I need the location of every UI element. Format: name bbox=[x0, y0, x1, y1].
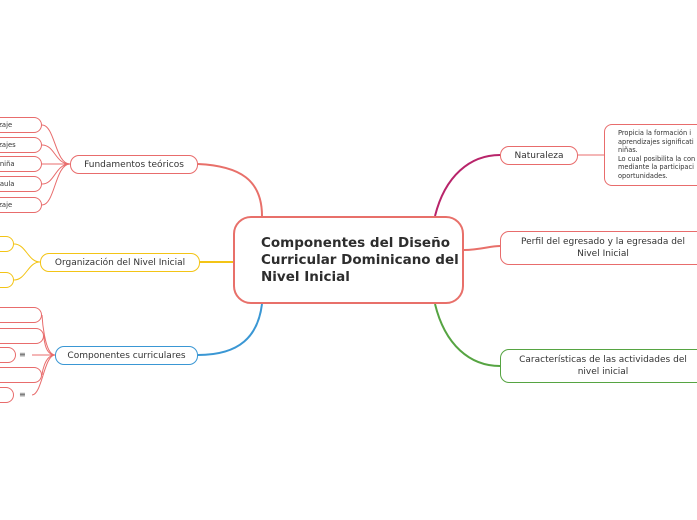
subtopic-componentes-1[interactable]: cias bbox=[0, 307, 42, 323]
note-line: Propicia la formación i bbox=[618, 129, 692, 137]
subtopic-organizacion-1[interactable]: o bbox=[0, 236, 14, 252]
subtopic-fundamentos-3[interactable]: de la niña bbox=[0, 156, 42, 172]
subtopic-fundamentos-5[interactable]: rendizaje bbox=[0, 197, 42, 213]
subtopic-fundamentos-2[interactable]: rendizajes bbox=[0, 137, 42, 153]
subtopic-componentes-3[interactable]: s bbox=[0, 347, 16, 363]
note-line: mediante la participaci bbox=[618, 163, 694, 171]
note-line: Lo cual posibilita la con bbox=[618, 154, 696, 163]
topic-perfil-egresado[interactable]: Perfil del egresado y la egresada del Ni… bbox=[500, 231, 697, 265]
collapsed-children-icon[interactable]: ≡ bbox=[19, 350, 26, 359]
note-line: niñas. bbox=[618, 146, 638, 154]
subtopic-componentes-5[interactable]: s bbox=[0, 387, 14, 403]
subtopic-fundamentos-1[interactable]: rendizaje bbox=[0, 117, 42, 133]
topic-organizacion-nivel-inicial[interactable]: Organización del Nivel Inicial bbox=[40, 253, 200, 272]
subtopic-fundamentos-4[interactable]: a del aula bbox=[0, 176, 42, 192]
subtopic-organizacion-2[interactable]: o bbox=[0, 272, 14, 288]
topic-naturaleza[interactable]: Naturaleza bbox=[500, 146, 578, 165]
note-line: oportunidades. bbox=[618, 171, 668, 180]
note-line: aprendizajes significati bbox=[618, 137, 694, 146]
subtopic-componentes-2[interactable]: idos bbox=[0, 328, 44, 344]
topic-componentes-curriculares[interactable]: Componentes curriculares bbox=[55, 346, 198, 365]
central-topic[interactable]: Componentes del Diseño Curricular Domini… bbox=[233, 216, 464, 304]
topic-fundamentos-teoricos[interactable]: Fundamentos teóricos bbox=[70, 155, 198, 174]
subtopic-componentes-4[interactable]: lizaje bbox=[0, 367, 42, 383]
topic-caracteristicas-actividades[interactable]: Características de las actividades del n… bbox=[500, 349, 697, 383]
collapsed-children-icon[interactable]: ≡ bbox=[19, 390, 26, 399]
naturaleza-note[interactable]: Propicia la formación i aprendizajes sig… bbox=[604, 124, 697, 186]
